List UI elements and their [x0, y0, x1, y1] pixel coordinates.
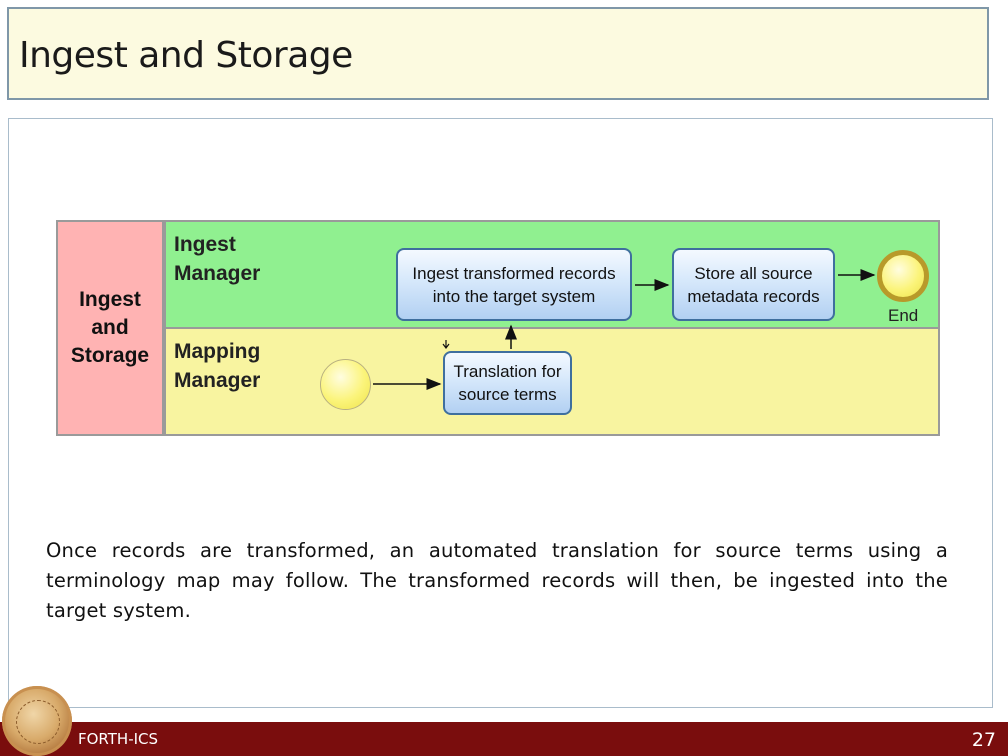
- task-translation-source-terms: Translation for source terms: [443, 351, 572, 415]
- end-event-circle: [877, 250, 929, 302]
- start-event-circle: [320, 359, 371, 410]
- slide-title: Ingest and Storage: [19, 35, 353, 76]
- footer-bar: FORTH-ICS 27: [0, 722, 1008, 756]
- flow-arrows: [373, 269, 876, 390]
- lane-label-ingest-manager: Ingest Manager: [174, 233, 261, 285]
- task-store-source-metadata: Store all source metadata records: [672, 248, 835, 321]
- slide-caption: Once records are transformed, an automat…: [46, 539, 948, 622]
- seal-logo-icon: [2, 686, 72, 756]
- slide-title-box: Ingest and Storage: [7, 7, 989, 100]
- page-number: 27: [971, 729, 996, 751]
- footer-organization: FORTH-ICS: [78, 730, 159, 748]
- bpmn-diagram: Ingest and Storage Ingest Manager Mappin…: [56, 220, 942, 440]
- task-ingest-transformed-records: Ingest transformed records into the targ…: [396, 248, 632, 321]
- end-event-label: End: [888, 306, 919, 325]
- pool-label: Ingest and Storage: [56, 220, 164, 436]
- lane-label-mapping-manager: Mapping Manager: [174, 340, 261, 392]
- small-arrow-mark: [442, 340, 450, 349]
